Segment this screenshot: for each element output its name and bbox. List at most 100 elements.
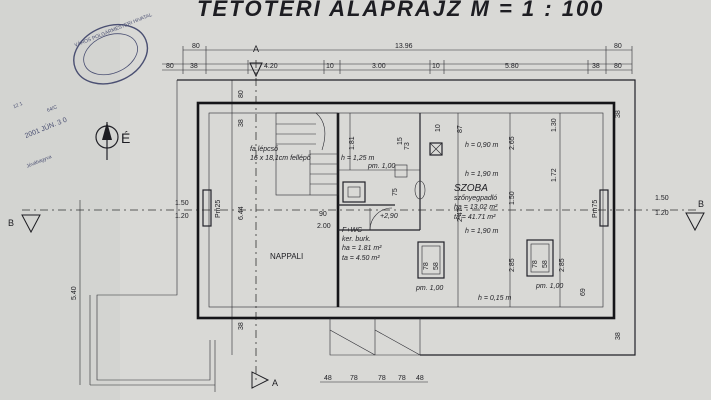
dim-right-150: 1.50	[655, 195, 669, 202]
dim-int-130: 1.30	[551, 118, 558, 132]
dim-int-172: 1.72	[551, 168, 558, 182]
dim-int-285a: 2.85	[509, 258, 516, 272]
dim-top-38-right: 38	[592, 63, 600, 70]
window-east	[599, 189, 609, 227]
dim-top-580: 5.80	[505, 63, 519, 70]
dim-bottom-78a: 78	[350, 375, 358, 382]
dim-int-265: 2.65	[509, 136, 516, 150]
dim-right-120: 1.20	[655, 210, 669, 217]
north-label: É	[121, 130, 130, 146]
label-h-090: h = 0,90 m	[465, 142, 498, 149]
win-78-left: 78	[423, 262, 430, 270]
room-nappali: NAPPALI	[270, 252, 303, 261]
label-pm-100b: pm. 1,00	[535, 283, 563, 290]
dim-bottom-78c: 78	[398, 375, 406, 382]
dim-top-80-right-upper: 80	[614, 43, 622, 50]
label-pm-010: pm. 1,00	[367, 163, 395, 170]
dim-left-80: 80	[238, 90, 245, 98]
wc-area-ta: ta = 4.50 m²	[342, 255, 380, 262]
dim-top-80-left: 80	[192, 43, 200, 50]
section-b-right: B	[685, 199, 705, 232]
dim-top-10a: 10	[326, 63, 334, 70]
chimney	[429, 142, 443, 156]
outer-footprint	[89, 79, 636, 392]
left-dimension-lines: 80 38 6.44 38 5.40	[71, 80, 245, 385]
dim-int-181: 1.81	[349, 136, 356, 150]
top-dimension-lines: 80 13.96 80 80 38 4.20 10 3.00 10 5.80 3…	[162, 43, 633, 74]
section-b-left-label: B	[8, 218, 14, 228]
dim-left-120: 1.20	[175, 213, 189, 220]
dim-top-80-right: 80	[614, 63, 622, 70]
stamp-note-1: 12 1	[12, 101, 23, 110]
dim-bottom-48a: 48	[324, 375, 332, 382]
stamp-note-2: 64/C	[46, 104, 58, 114]
shower-tray	[342, 181, 366, 203]
dim-int-10a: 10	[435, 124, 442, 132]
dim-int-15: 15	[397, 137, 404, 145]
staircase-label-2: 16 x 18,1cm fellépő	[250, 155, 311, 162]
dim-bottom-48b: 48	[416, 375, 424, 382]
section-a-top-label: A	[253, 44, 259, 54]
north-arrow: É	[95, 122, 130, 160]
win-78-right: 78	[532, 260, 539, 268]
dim-int-285b: 2.85	[559, 258, 566, 272]
roof-windows: 78 58 78 58	[417, 239, 554, 279]
sink	[394, 164, 408, 178]
toilet	[414, 180, 426, 200]
wc-area-ha: ha = 1.81 m²	[342, 245, 382, 252]
label-pm-100a: pm. 1,00	[415, 285, 443, 292]
room-szoba: SZOBA	[454, 183, 488, 194]
dim-top-80b: 80	[166, 63, 174, 70]
label-h-015: h = 0,15 m	[478, 295, 511, 302]
win-58-left: 58	[433, 262, 440, 270]
dim-top-total: 13.96	[395, 43, 413, 50]
interior-dimension-lines: 1.81 90 2.00 15 73 75 10 87 2.65 1.50 1.…	[317, 110, 622, 340]
label-pm-right: Pm75	[592, 200, 599, 218]
szoba-area-ha: ha = 13.02 m²	[454, 204, 498, 211]
staircase-label-1: fa lépcső	[250, 146, 278, 153]
room-wc: F+WC	[342, 227, 363, 234]
dim-int-73: 73	[404, 142, 411, 150]
dim-int-150: 1.50	[509, 191, 516, 205]
stamp-seal-inner	[83, 33, 138, 76]
dim-left-540: 5.40	[71, 286, 78, 300]
szoba-area-ta: ta = 41.71 m²	[454, 214, 496, 221]
dim-top-420: 4.20	[264, 63, 278, 70]
section-a-bottom: A	[251, 371, 278, 389]
label-h-190a: h = 1,90 m	[465, 171, 498, 178]
dim-int-90: 90	[319, 211, 327, 218]
dim-int-38b: 38	[615, 332, 622, 340]
label-pm-left: Pm25	[215, 200, 222, 218]
dim-left-38: 38	[238, 119, 245, 127]
staircase	[275, 112, 339, 196]
dim-top-38-left: 38	[190, 63, 198, 70]
szoba-finish: szőnyegpadló	[454, 195, 497, 202]
window-west	[202, 189, 212, 227]
dim-left-150: 1.50	[175, 200, 189, 207]
win-58-right: 58	[542, 260, 549, 268]
dim-bottom-78b: 78	[378, 375, 386, 382]
wc-elevation: +2,90	[380, 213, 398, 220]
paper-shadow	[0, 0, 120, 400]
bathroom-fixtures	[342, 142, 443, 203]
dim-int-200: 2.00	[317, 223, 331, 230]
label-h-125: h = 1,25 m	[341, 155, 374, 162]
dim-int-247: 2.47	[457, 208, 464, 222]
section-b-left: B	[8, 214, 41, 234]
roof-window-left	[417, 241, 445, 279]
dim-top-10b: 10	[432, 63, 440, 70]
dim-int-69: 69	[580, 288, 587, 296]
dim-int-75: 75	[392, 188, 399, 196]
dim-top-300: 3.00	[372, 63, 386, 70]
stamp-seal	[73, 23, 149, 85]
dim-left-38b: 38	[238, 322, 245, 330]
section-b-right-label: B	[698, 199, 704, 209]
dim-left-644: 6.44	[238, 206, 245, 220]
south-bay: 48 78 78 78 48	[320, 318, 428, 383]
dim-int-38a: 38	[615, 110, 622, 118]
label-h-190b: h = 1,90 m	[465, 228, 498, 235]
dim-int-87: 87	[457, 125, 464, 133]
roof-window-right	[526, 239, 554, 277]
section-a-bottom-label: A	[272, 378, 278, 388]
